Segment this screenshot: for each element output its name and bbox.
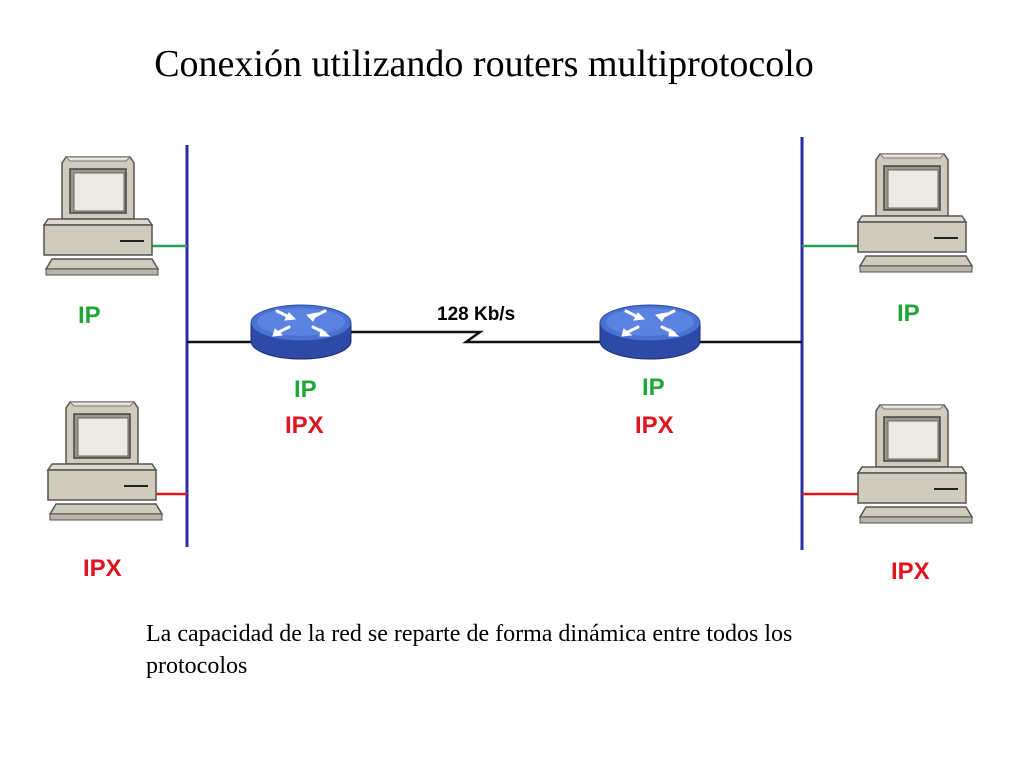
caption-text: La capacidad de la red se reparte de for… <box>146 621 793 679</box>
right-router-proto-ipx: IPX <box>635 412 674 439</box>
left-router-proto-ipx: IPX <box>285 412 324 439</box>
page-title: Conexión utilizando routers multiprotoco… <box>154 43 814 85</box>
router-icon <box>249 303 353 361</box>
wan-serial-link <box>350 330 600 344</box>
host-top-right-protocol: IP <box>897 300 920 327</box>
host-bottom-right-protocol: IPX <box>891 558 930 585</box>
computer-icon <box>857 404 973 524</box>
right-router-proto-ip: IP <box>642 374 665 401</box>
host-top-left-protocol: IP <box>78 302 101 329</box>
router-icon <box>598 303 702 361</box>
computer-icon <box>43 156 159 276</box>
computer-icon <box>857 153 973 273</box>
host-bottom-left-protocol: IPX <box>83 555 122 582</box>
computer-icon <box>47 401 163 521</box>
link-speed-label: 128 Kb/s <box>437 304 516 325</box>
left-router-proto-ip: IP <box>294 376 317 403</box>
